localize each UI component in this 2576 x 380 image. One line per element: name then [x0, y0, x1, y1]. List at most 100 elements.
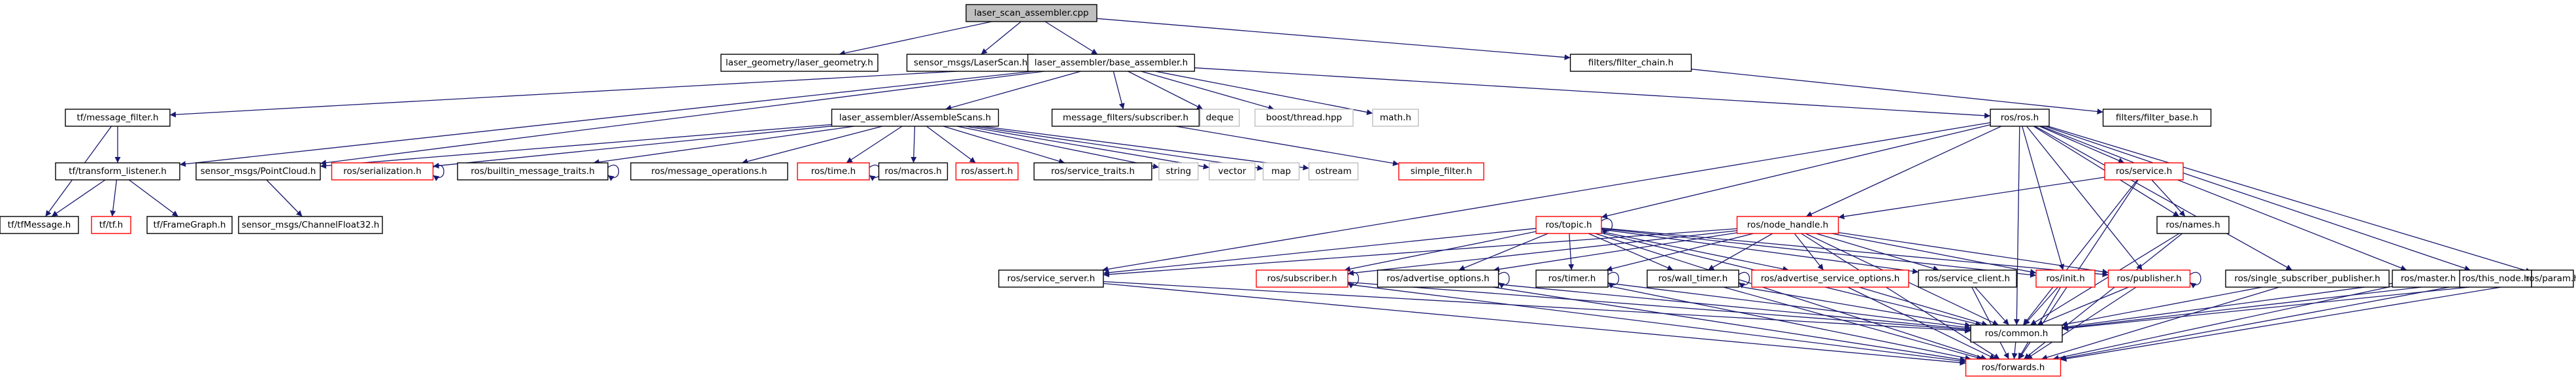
node-n28[interactable]: tf/tfMessage.h: [0, 216, 79, 234]
node-n18[interactable]: ros/time.h: [797, 162, 870, 181]
node-n46[interactable]: ros/this_node.h: [2459, 269, 2532, 288]
node-label: ros/names.h: [2166, 220, 2220, 230]
node-n8[interactable]: deque: [1199, 109, 1240, 127]
node-n44[interactable]: ros/single_subscriber_publisher.h: [2225, 269, 2390, 288]
edge-n32-n36: [1344, 231, 1537, 272]
node-n31[interactable]: sensor_msgs/ChannelFloat32.h: [238, 216, 383, 234]
edge-line: [2062, 280, 2532, 332]
edge-n46-n49: [2059, 285, 2460, 361]
node-n37[interactable]: ros/advertise_options.h: [1377, 269, 1499, 288]
node-n29[interactable]: tf/tf.h: [91, 216, 131, 234]
node-n19[interactable]: ros/macros.h: [878, 162, 948, 181]
node-n14[interactable]: sensor_msgs/PointCloud.h: [195, 162, 321, 181]
node-n6[interactable]: laser_assembler/AssembleScans.h: [831, 109, 999, 127]
edge-n36-n49: [1347, 284, 1966, 364]
node-box: [630, 162, 788, 181]
graph-nodes: laser_scan_assembler.cpp laser_geometry/l…: [0, 4, 2576, 377]
node-box: [1535, 216, 1602, 234]
node-label: ros/forwards.h: [1982, 362, 2045, 373]
edge-line: [1601, 218, 1613, 235]
node-label: string: [1166, 166, 1192, 177]
node-n42[interactable]: ros/init.h: [2035, 269, 2096, 288]
node-n5[interactable]: tf/message_filter.h: [65, 109, 171, 127]
edge-n0-n3: [1045, 21, 1098, 55]
node-n38[interactable]: ros/timer.h: [1535, 269, 1609, 288]
node-n47[interactable]: ros/param.h: [2526, 269, 2576, 288]
node-n12[interactable]: filters/filter_base.h: [2102, 109, 2212, 127]
node-n1[interactable]: laser_geometry/laser_geometry.h: [720, 54, 878, 72]
edge-line: [1102, 122, 1991, 272]
node-n41[interactable]: ros/service_client.h: [1918, 269, 2017, 288]
edge-n6-n20: [926, 126, 976, 164]
node-n3[interactable]: laser_assembler/base_assembler.h: [1027, 54, 1196, 72]
edge-line: [1805, 126, 2002, 217]
node-n40[interactable]: ros/advertise_service_options.h: [1751, 269, 1909, 288]
node-n15[interactable]: ros/serialization.h: [331, 162, 434, 181]
edge-line: [1045, 21, 1098, 55]
node-n23[interactable]: vector: [1209, 162, 1256, 181]
node-n27[interactable]: ros/service.h: [2104, 162, 2184, 181]
graph-edges: [44, 18, 2532, 366]
node-n24[interactable]: map: [1262, 162, 1300, 181]
edge-n16-n16: [607, 164, 620, 181]
node-n9[interactable]: boost/thread.hpp: [1254, 109, 1354, 127]
node-n2[interactable]: sensor_msgs/LaserScan.h: [906, 54, 1035, 72]
node-box: [2156, 216, 2230, 234]
edge-line: [1601, 229, 1919, 275]
node-n13[interactable]: tf/transform_listener.h: [55, 162, 180, 181]
node-n22[interactable]: string: [1158, 162, 1199, 181]
node-n7[interactable]: message_filters/subscriber.h: [1051, 109, 1200, 127]
node-n17[interactable]: ros/message_operations.h: [630, 162, 788, 181]
edge-n3-n11: [1194, 67, 1991, 119]
node-n36[interactable]: ros/subscriber.h: [1256, 269, 1348, 288]
node-label: ros/master.h: [2401, 273, 2456, 284]
node-n0[interactable]: laser_scan_assembler.cpp: [965, 4, 1097, 22]
edge-n32-n42: [1601, 228, 2037, 278]
edge-line: [2062, 282, 2460, 331]
edge-line: [741, 126, 883, 165]
node-n33[interactable]: ros/node_handle.h: [1736, 216, 1839, 234]
node-n30[interactable]: tf/FrameGraph.h: [146, 216, 233, 234]
node-box: [1372, 109, 1419, 127]
node-n16[interactable]: ros/builtin_message_traits.h: [457, 162, 609, 181]
node-n32[interactable]: ros/topic.h: [1535, 216, 1602, 234]
edge-n32-n49: [1595, 233, 1987, 360]
node-n21[interactable]: ros/service_traits.h: [1033, 162, 1152, 181]
node-n26[interactable]: simple_filter.h: [1398, 162, 1484, 181]
node-n48[interactable]: ros/common.h: [1970, 324, 2063, 343]
node-n11[interactable]: ros/ros.h: [1990, 109, 2050, 127]
edge-line: [1568, 233, 1575, 271]
node-label: map: [1271, 166, 1291, 177]
edge-line: [943, 126, 1065, 164]
node-n43[interactable]: ros/publisher.h: [2107, 269, 2191, 288]
edge-line: [169, 67, 1028, 118]
node-label: ros/message_operations.h: [651, 166, 767, 177]
node-n20[interactable]: ros/assert.h: [955, 162, 1019, 181]
node-n34[interactable]: ros/names.h: [2156, 216, 2230, 234]
node-box: [965, 4, 1097, 22]
edge-line: [956, 126, 1160, 169]
node-n39[interactable]: ros/wall_timer.h: [1647, 269, 1739, 288]
edge-line: [2039, 126, 2125, 164]
edge-n0-n4: [1096, 18, 1571, 61]
node-box: [2107, 269, 2191, 288]
node-n10[interactable]: math.h: [1372, 109, 1419, 127]
edge-n32-n35: [1103, 228, 1537, 276]
node-label: ros/advertise_options.h: [1386, 273, 1490, 284]
edge-line: [2060, 281, 2532, 362]
node-n49[interactable]: ros/forwards.h: [1965, 358, 2062, 377]
edge-line: [1112, 71, 1125, 110]
edge-line: [2037, 286, 2129, 326]
edge-n37-n49: [1493, 286, 1966, 362]
edge-line: [2041, 126, 2407, 271]
node-label: ros/wall_timer.h: [1658, 273, 1728, 284]
edge-n48-n49: [2011, 341, 2018, 360]
node-n4[interactable]: filters/filter_chain.h: [1569, 54, 1692, 72]
edge-line: [110, 179, 118, 217]
node-n45[interactable]: ros/master.h: [2392, 269, 2465, 288]
edge-n33-n37: [1493, 232, 1737, 273]
edge-n0-n2: [980, 21, 1022, 55]
node-n35[interactable]: ros/service_server.h: [998, 269, 1104, 288]
node-n25[interactable]: ostream: [1308, 162, 1359, 181]
